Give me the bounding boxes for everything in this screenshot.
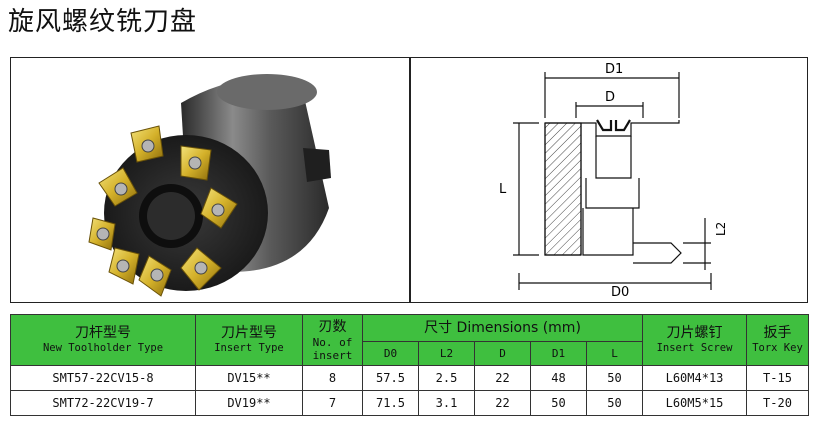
cell-l: 50	[586, 390, 643, 416]
dimension-drawing: D1 D L L2 D0	[499, 62, 728, 300]
cell-l2: 2.5	[418, 365, 475, 391]
figure-divider	[409, 57, 411, 303]
page-title: 旋风螺纹铣刀盘	[8, 7, 198, 37]
cell-d1: 48	[530, 365, 587, 391]
cell-l: 50	[586, 365, 643, 391]
cell-screw: L60M5*15	[642, 390, 747, 416]
label-d: D	[605, 90, 615, 105]
table-row: SMT57-22CV15-8 DV15** 8 57.5 2.5 22 48 5…	[10, 365, 809, 391]
cell-d0: 71.5	[362, 390, 419, 416]
cell-d0: 57.5	[362, 365, 419, 391]
subheader-d1: D1	[530, 341, 587, 366]
cell-holder: SMT57-22CV15-8	[10, 365, 196, 391]
cell-l2: 3.1	[418, 390, 475, 416]
label-d1: D1	[605, 62, 623, 77]
cell-d: 22	[474, 365, 531, 391]
header-insert-count: 刃数 No. of insert	[302, 314, 363, 366]
header-torx-key: 扳手 Torx Key	[746, 314, 809, 366]
table-row: SMT72-22CV19-7 DV19** 7 71.5 3.1 22 50 5…	[10, 390, 809, 416]
cell-count: 7	[302, 390, 363, 416]
label-l2: L2	[714, 222, 728, 236]
spec-table: 刀杆型号 New Toolholder Type 刀片型号 Insert Typ…	[10, 314, 809, 416]
subheader-l2: L2	[418, 341, 475, 366]
cutter-head-image	[88, 74, 331, 297]
subheader-d: D	[474, 341, 531, 366]
cell-d1: 50	[530, 390, 587, 416]
cell-insert: DV19**	[195, 390, 303, 416]
label-l: L	[499, 182, 507, 197]
subheader-d0: D0	[362, 341, 419, 366]
subheader-l: L	[586, 341, 643, 366]
header-insert-type: 刀片型号 Insert Type	[195, 314, 303, 366]
cell-holder: SMT72-22CV19-7	[10, 390, 196, 416]
cell-d: 22	[474, 390, 531, 416]
label-d0: D0	[611, 285, 629, 300]
cell-insert: DV15**	[195, 365, 303, 391]
header-insert-screw: 刀片螺钉 Insert Screw	[642, 314, 747, 366]
cell-key: T-20	[746, 390, 809, 416]
header-dimensions: 尺寸 Dimensions (mm)	[362, 314, 643, 342]
cell-key: T-15	[746, 365, 809, 391]
cell-screw: L60M4*13	[642, 365, 747, 391]
header-toolholder: 刀杆型号 New Toolholder Type	[10, 314, 196, 366]
cell-count: 8	[302, 365, 363, 391]
